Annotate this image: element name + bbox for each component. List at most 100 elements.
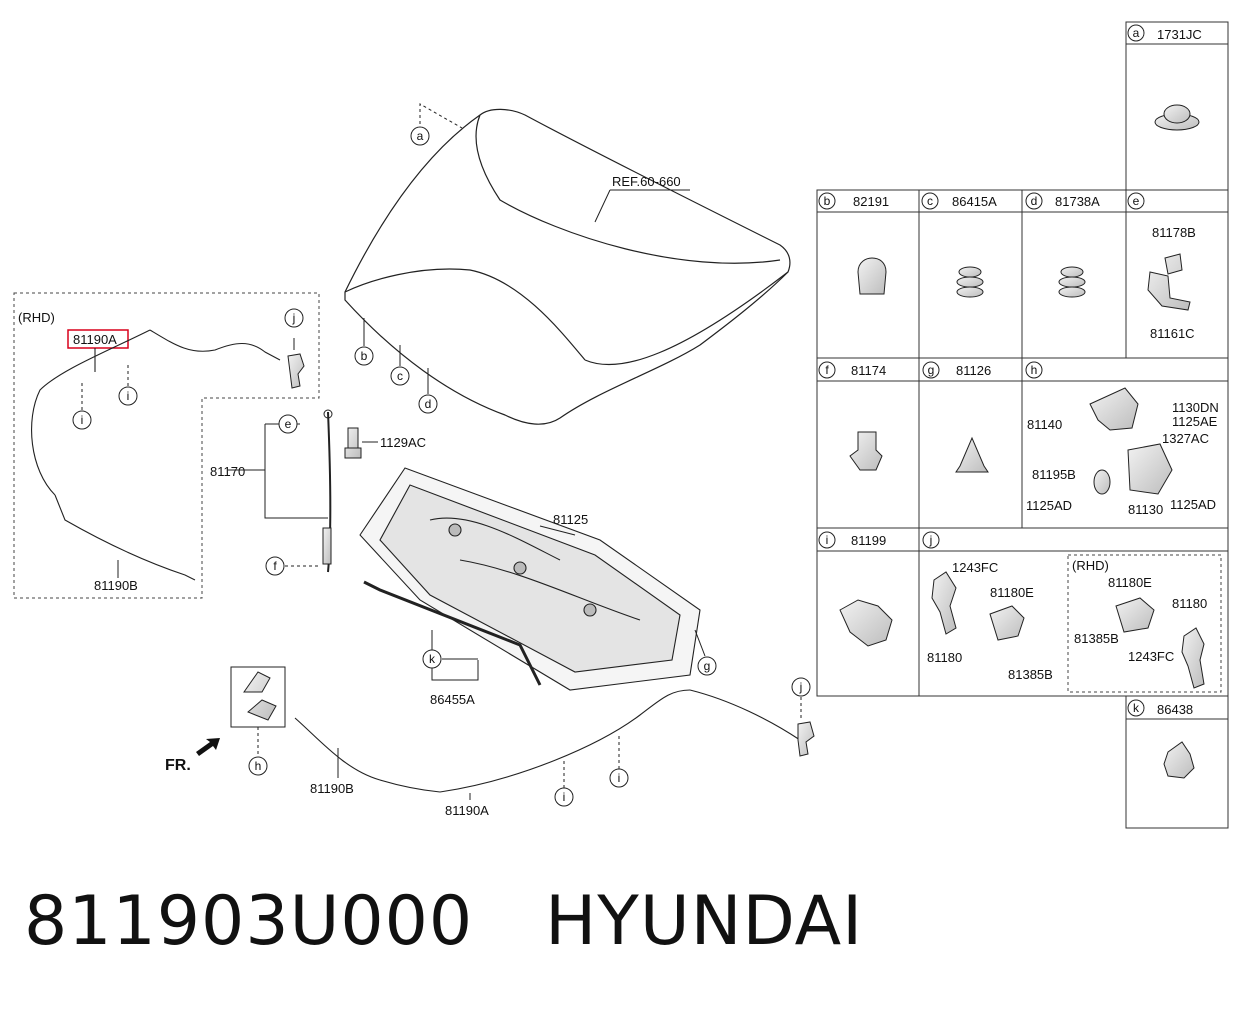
svg-text:j: j	[292, 311, 296, 325]
svg-text:g: g	[704, 659, 711, 673]
rhd-handle	[287, 353, 305, 389]
svg-text:1130DN: 1130DN	[1172, 400, 1219, 415]
callout-b: b	[354, 346, 374, 366]
callout-k-leader	[431, 630, 479, 681]
table-f-header: f 81174	[818, 361, 886, 379]
svg-text:a: a	[417, 129, 424, 143]
table-g-part: 81126	[956, 363, 991, 378]
svg-text:81180: 81180	[1172, 596, 1207, 611]
table-e-bottom-part: 81161C	[1150, 326, 1195, 341]
bracket-e	[1147, 253, 1191, 311]
p81190B-bottom-label: 81190B	[310, 781, 354, 796]
clip-k	[1163, 741, 1195, 779]
svg-text:i: i	[826, 533, 829, 547]
table-d-header: d 81738A	[1025, 192, 1100, 210]
callout-e: e	[278, 414, 298, 434]
svg-text:f: f	[825, 363, 829, 377]
table-h-header: h	[1025, 361, 1043, 379]
latch-h	[1089, 387, 1173, 495]
handle-j-left	[931, 571, 957, 635]
p1129AC-label: 1129AC	[380, 435, 426, 450]
p81125-label: 81125	[553, 512, 588, 527]
callout-g: g	[697, 656, 717, 676]
svg-text:d: d	[1031, 194, 1038, 208]
table-b-part: 82191	[853, 194, 889, 209]
table-j-right-labels: 81180E 81180 81385B 1243FC	[1074, 575, 1207, 664]
svg-text:j: j	[799, 680, 803, 694]
svg-text:i: i	[618, 771, 621, 785]
svg-text:81140: 81140	[1027, 417, 1062, 432]
callout-a-leader	[419, 103, 463, 129]
p81170-label: 81170	[210, 464, 245, 479]
svg-text:81180: 81180	[927, 650, 962, 665]
stay-rod	[264, 409, 333, 573]
handle-j-right	[1181, 627, 1205, 689]
callout-g-leader	[694, 629, 706, 657]
bolt-1129AC	[344, 427, 362, 459]
svg-text:81130: 81130	[1128, 502, 1163, 517]
svg-text:i: i	[563, 790, 566, 804]
svg-text:c: c	[927, 194, 933, 208]
callout-c: c	[390, 366, 410, 386]
svg-text:a: a	[1133, 26, 1140, 40]
svg-text:81180E: 81180E	[1108, 575, 1152, 590]
callout-d: d	[418, 394, 438, 414]
p81190B-top-label: 81190B	[94, 578, 138, 593]
svg-text:h: h	[255, 759, 262, 773]
rhd-table-label: (RHD)	[1072, 558, 1109, 573]
rhd-dashed-box	[13, 292, 320, 599]
rhd-label: (RHD)	[18, 310, 55, 325]
ref-leader	[594, 189, 690, 223]
svg-text:h: h	[1031, 363, 1038, 377]
svg-text:1125AE: 1125AE	[1172, 414, 1218, 429]
svg-text:b: b	[361, 349, 368, 363]
svg-text:81180E: 81180E	[990, 585, 1034, 600]
svg-text:81385B: 81385B	[1008, 667, 1053, 682]
table-k-part: 86438	[1157, 702, 1193, 717]
svg-text:g: g	[928, 363, 935, 377]
svg-text:k: k	[1133, 701, 1140, 715]
callout-i-3: i	[554, 787, 574, 807]
svg-text:81385B: 81385B	[1074, 631, 1119, 646]
table-e-top-part: 81178B	[1152, 225, 1196, 240]
callout-f: f	[265, 556, 285, 576]
bumper-d	[1058, 266, 1086, 298]
part-number: 811903U000	[24, 882, 474, 961]
callout-k: k	[422, 649, 442, 669]
table-h-labels: 1130DN 1125AE 81140 1327AC 81195B 1125AD…	[1026, 400, 1219, 517]
callout-i-2: i	[118, 386, 138, 406]
svg-text:i: i	[81, 413, 84, 427]
clip-g	[955, 436, 989, 473]
table-i-part: 81199	[851, 533, 886, 548]
highlighted-part-label: 81190A	[73, 332, 117, 347]
svg-text:f: f	[273, 559, 277, 573]
svg-text:1327AC: 1327AC	[1162, 431, 1209, 446]
p81190A-bottom-label: 81190A	[445, 803, 489, 818]
table-j-header: j	[922, 531, 940, 549]
bumper-b	[857, 257, 887, 295]
bottom-cable	[294, 689, 801, 793]
svg-text:e: e	[1133, 194, 1140, 208]
highlight-box	[67, 329, 129, 349]
table-i-header: i 81199	[818, 531, 886, 549]
weatherstrip	[363, 580, 542, 686]
callout-j-top: j	[284, 308, 304, 328]
ref-label: REF.60-660	[612, 174, 681, 189]
callout-i-4: i	[609, 768, 629, 788]
p86455A-label: 86455A	[430, 692, 475, 707]
callout-h: h	[248, 756, 268, 776]
svg-text:1243FC: 1243FC	[952, 560, 998, 575]
parts-table-grid	[816, 21, 1229, 829]
svg-text:1243FC: 1243FC	[1128, 649, 1174, 664]
svg-text:d: d	[425, 397, 432, 411]
bumper-c	[956, 266, 984, 298]
bottom-handle	[797, 721, 815, 757]
front-label: FR.	[165, 757, 191, 774]
table-a-part: 1731JC	[1157, 27, 1202, 42]
rhd-table-dashed-box	[1067, 554, 1222, 693]
table-f-part: 81174	[851, 363, 886, 378]
table-d-part: 81738A	[1055, 194, 1100, 209]
